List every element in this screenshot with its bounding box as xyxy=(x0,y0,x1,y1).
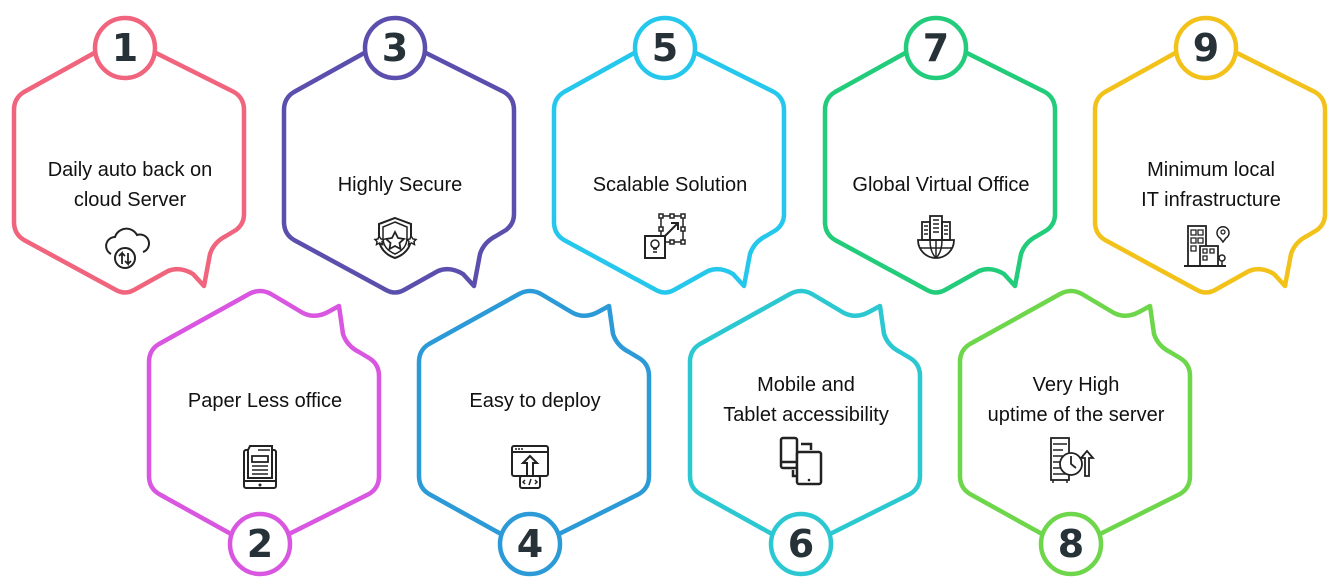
number-circle xyxy=(92,15,158,81)
benefit-label: Scalable Solution xyxy=(560,170,780,200)
label-line: Very High xyxy=(1032,374,1120,396)
number-circle xyxy=(497,511,563,577)
step-number: 2 xyxy=(246,522,274,566)
shield-stars-icon xyxy=(367,210,423,266)
label-line: Daily auto back on xyxy=(47,159,213,181)
label-line: Tablet accessibility xyxy=(723,404,889,426)
hexagon-outline xyxy=(687,288,923,577)
deploy-code-icon xyxy=(502,438,558,494)
benefit-label: Paper Less office xyxy=(155,386,375,416)
hexagon-outline xyxy=(416,288,652,577)
label-line: Paper Less office xyxy=(187,390,343,412)
hexagon-border xyxy=(687,288,923,537)
hexagon-outline xyxy=(11,15,247,295)
hexagon-border xyxy=(1092,49,1328,295)
benefit-card-2: 2 Paper Less office xyxy=(145,282,385,582)
label-line: Easy to deploy xyxy=(469,390,601,412)
benefit-label: Easy to deploy xyxy=(425,386,645,416)
server-uptime-icon xyxy=(1043,432,1099,488)
hexagon-border xyxy=(822,49,1058,295)
hexagon-outline xyxy=(281,15,517,295)
number-circle xyxy=(227,511,293,577)
hexagon-outline xyxy=(146,288,382,577)
hexagon-border xyxy=(11,49,247,295)
benefit-card-8: 8 Very High uptime of the server xyxy=(956,282,1196,582)
tablet-document-icon xyxy=(232,438,288,494)
hexagon-border xyxy=(416,288,652,537)
step-number: 4 xyxy=(516,522,544,566)
hexagon-outline xyxy=(957,288,1193,577)
label-line: uptime of the server xyxy=(987,404,1165,426)
benefit-card-4: 4 Easy to deploy xyxy=(415,282,655,582)
hexagon-border xyxy=(957,288,1193,537)
step-number: 1 xyxy=(111,26,139,70)
global-office-icon xyxy=(908,210,964,266)
label-line: IT infrastructure xyxy=(1141,189,1281,211)
step-number: 6 xyxy=(787,522,815,566)
label-line: cloud Server xyxy=(73,189,187,211)
label-line: Mobile and xyxy=(757,374,855,396)
label-line: Scalable Solution xyxy=(592,174,748,196)
label-line: Highly Secure xyxy=(337,174,463,196)
step-number: 7 xyxy=(922,26,950,70)
step-number: 3 xyxy=(381,26,409,70)
benefit-label: Very High uptime of the server xyxy=(966,370,1186,430)
step-number: 8 xyxy=(1057,522,1085,566)
hexagon-outline xyxy=(822,15,1058,295)
benefit-label: Global Virtual Office xyxy=(831,170,1051,200)
benefit-label: Minimum local IT infrastructure xyxy=(1101,155,1321,215)
hexagon-border xyxy=(281,49,517,295)
building-location-icon xyxy=(1178,218,1234,274)
scale-idea-icon xyxy=(637,210,693,266)
benefit-label: Highly Secure xyxy=(290,170,510,200)
step-number: 5 xyxy=(651,26,679,70)
hexagon-border xyxy=(146,288,382,537)
hexagon-outline xyxy=(551,15,787,295)
mobile-tablet-icon xyxy=(773,432,829,488)
label-line: Global Virtual Office xyxy=(852,174,1030,196)
hexagon-border xyxy=(551,49,787,295)
number-circle xyxy=(1173,15,1239,81)
number-circle xyxy=(362,15,428,81)
cloud-sync-icon xyxy=(97,218,153,274)
label-line: Minimum local xyxy=(1147,159,1275,181)
number-circle xyxy=(1038,511,1104,577)
benefit-label: Daily auto back on cloud Server xyxy=(20,155,240,215)
number-circle xyxy=(632,15,698,81)
step-number: 9 xyxy=(1192,26,1220,70)
number-circle xyxy=(768,511,834,577)
hexagon-outline xyxy=(1092,15,1328,295)
number-circle xyxy=(903,15,969,81)
